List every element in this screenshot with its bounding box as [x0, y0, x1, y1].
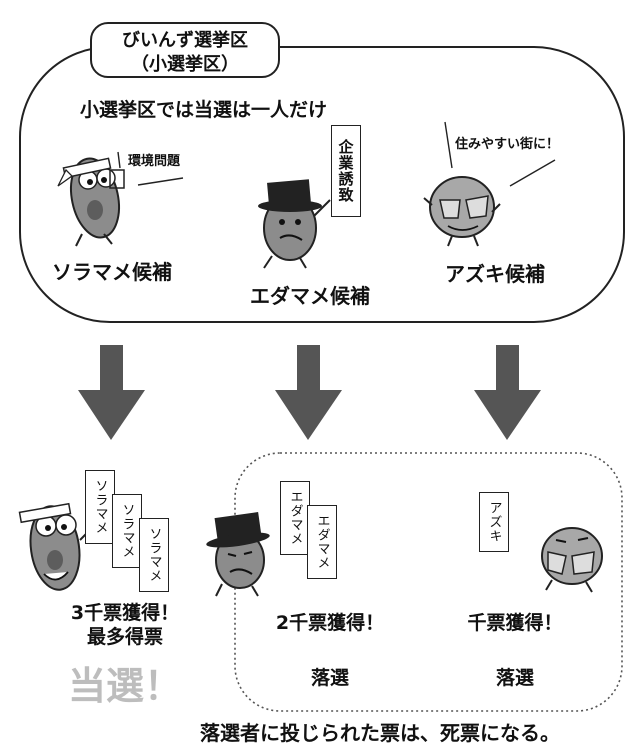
- azuki-votes: 千票獲得！: [467, 612, 563, 634]
- azuki-outcome: 落選: [495, 667, 534, 689]
- soramame-votes: 3千票獲得！: [70, 602, 180, 624]
- district-box: [19, 46, 625, 323]
- edamame-ballot: エダマメ: [280, 481, 310, 555]
- district-title: びいんず選挙区: [122, 30, 248, 51]
- edamame-outcome: 落選: [310, 667, 349, 689]
- soramame-bean-icon: [18, 502, 91, 591]
- soramame-outcome: 当選！: [67, 664, 182, 708]
- soramame-candidate-name: ソラマメ候補: [52, 260, 172, 284]
- azuki-candidate-name: アズキ候補: [445, 262, 545, 286]
- edamame-bean-with-top-hat-icon: [258, 179, 331, 269]
- azuki-bean-with-glasses-icon: [541, 527, 603, 593]
- soramame-ballot: ソラマメ: [139, 518, 169, 592]
- edamame-bean-with-top-hat-icon: [206, 512, 270, 597]
- district-title-tab: [90, 22, 280, 78]
- edamame-votes: 2千票獲得！: [275, 612, 385, 634]
- azuki-ballot: アズキ: [479, 492, 509, 552]
- soramame-ballot: ソラマメ: [112, 494, 142, 568]
- edamame-sign: 企業誘致: [331, 125, 361, 217]
- losers-box: [234, 452, 623, 712]
- down-arrow-icon: [78, 345, 145, 440]
- down-arrow-icon: [474, 345, 541, 440]
- district-subtitle: （小選挙区）: [131, 54, 239, 75]
- soramame-speech: 環境問題: [128, 154, 181, 169]
- soramame-bean-icon: [57, 157, 125, 247]
- rule-text: 小選挙区では当選は一人だけ: [80, 99, 328, 121]
- edamame-candidate-name: エダマメ候補: [250, 284, 370, 308]
- down-arrow-icon: [275, 345, 342, 440]
- footer-note: 落選者に投じられた票は、死票になる。: [200, 721, 560, 745]
- soramame-ballot: ソラマメ: [85, 470, 115, 544]
- azuki-speech: 住みやすい街に！: [455, 137, 560, 152]
- edamame-ballot: エダマメ: [307, 505, 337, 579]
- azuki-bean-with-glasses-icon: [423, 176, 501, 247]
- soramame-most-votes: 最多得票: [86, 626, 163, 648]
